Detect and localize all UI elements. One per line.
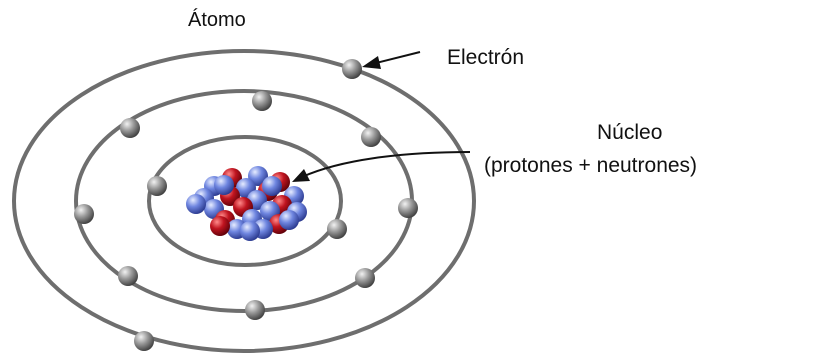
electrons <box>74 59 418 351</box>
nucleus-sublabel: (protones + neutrones) <box>484 154 697 177</box>
electron <box>245 300 265 320</box>
electron <box>342 59 362 79</box>
neutron <box>214 175 234 195</box>
neutron <box>262 176 282 196</box>
electron <box>134 331 154 351</box>
electron <box>118 266 138 286</box>
proton <box>210 216 230 236</box>
orbit-inner <box>147 135 343 267</box>
title: Átomo <box>188 8 246 31</box>
nucleus <box>186 166 307 241</box>
neutron <box>240 221 260 241</box>
nucleus-pointer-arrow <box>292 151 471 182</box>
electron <box>252 91 272 111</box>
neutron <box>186 194 206 214</box>
orbit-outer <box>12 49 476 353</box>
nucleus-label: Núcleo <box>597 121 662 144</box>
electron-pointer-arrow <box>362 51 421 69</box>
electron <box>120 118 140 138</box>
neutron <box>279 210 299 230</box>
electron <box>398 198 418 218</box>
electron <box>361 127 381 147</box>
electron <box>327 219 347 239</box>
electron <box>147 176 167 196</box>
electron-label: Electrón <box>447 46 524 69</box>
electron <box>74 204 94 224</box>
electron <box>355 268 375 288</box>
